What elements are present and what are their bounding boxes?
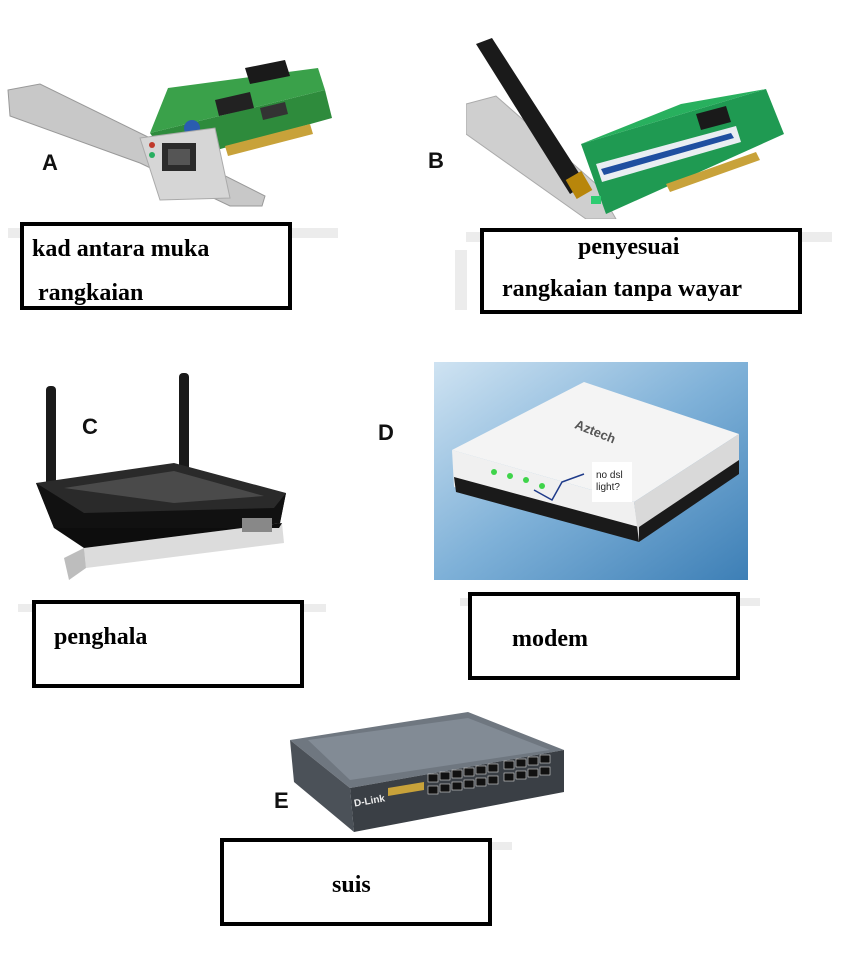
label-b-line2: rangkaian tanpa wayar [502,276,743,302]
letter-c: C [82,414,98,439]
letter-b: B [428,148,444,173]
modem-note-line2: light? [596,482,620,493]
label-e: suis [332,872,371,898]
label-d: modem [512,626,588,652]
label-box-c: penghala [32,600,304,688]
wireless-adapter-icon [466,38,784,219]
label-b-line1: penyesuai [578,234,680,260]
label-box-d: modem [468,592,740,680]
label-a-line1: kad antara muka [32,236,210,262]
modem-note-line1: no dsl [596,470,623,481]
label-box-a: kad antara muka rangkaian [20,222,292,310]
letter-e: E [274,788,289,813]
label-c: penghala [54,624,148,650]
label-box-b: penyesuai rangkaian tanpa wayar [480,228,802,314]
switch-icon [290,712,564,832]
modem-icon [434,362,748,580]
network-card-icon [7,60,332,207]
router-icon [36,373,286,580]
label-box-e: suis [220,838,492,926]
letter-a: A [42,150,58,175]
label-a-line2: rangkaian [38,280,144,306]
letter-d: D [378,420,394,445]
